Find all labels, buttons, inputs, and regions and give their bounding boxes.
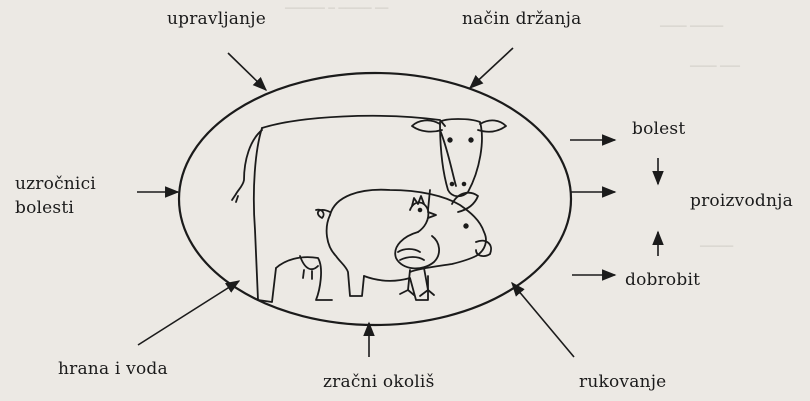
arrow-food-water: [138, 281, 239, 345]
label-disease-agents-line1: uzročnici: [15, 174, 96, 195]
label-housing: način držanja: [462, 9, 581, 30]
arrow-management: [228, 53, 266, 90]
arrow-housing: [470, 48, 513, 88]
hen-icon: [395, 196, 439, 296]
label-food-water: hrana i voda: [58, 359, 168, 380]
pig-icon: [316, 190, 491, 300]
label-disease-agents-line2: bolesti: [15, 198, 74, 219]
label-welfare: dobrobit: [625, 270, 700, 291]
label-air-environment: zračni okoliš: [323, 372, 435, 393]
label-handling: rukovanje: [579, 372, 666, 393]
arrow-handling: [512, 283, 574, 357]
label-management: upravljanje: [167, 9, 266, 30]
label-disease: bolest: [632, 119, 685, 140]
label-production: proizvodnja: [690, 191, 793, 212]
